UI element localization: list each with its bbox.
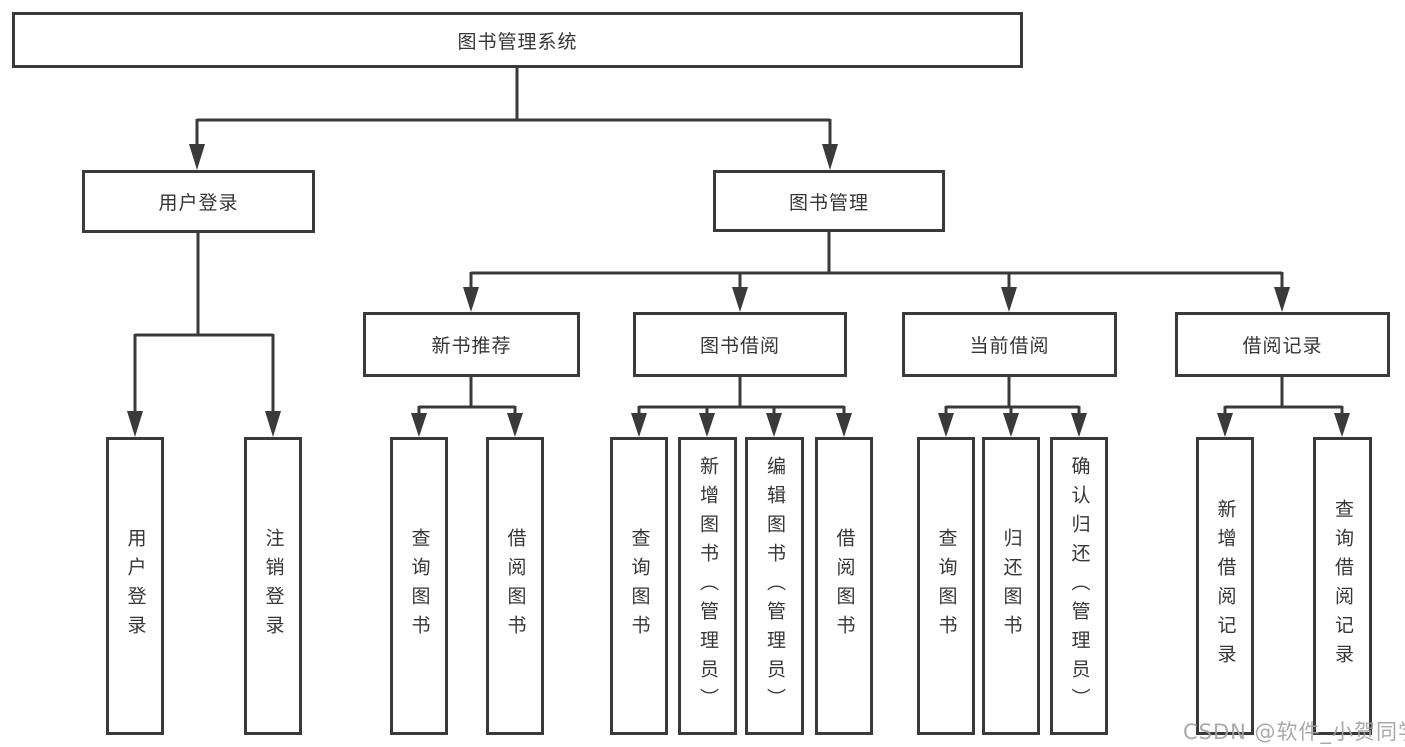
node-borrow-records: 借阅记录 <box>1175 312 1390 377</box>
leaf-newbooks-borrow-books: 借阅图书 <box>486 437 544 735</box>
leaf-records-add-record: 新增借阅记录 <box>1196 437 1254 735</box>
leaf-borrow-add-books-admin: 新增图书（管理员） <box>678 437 737 735</box>
leaf-records-query-record: 查询借阅记录 <box>1313 437 1372 735</box>
node-user-login: 用户登录 <box>82 170 315 233</box>
leaf-current-return-books: 归还图书 <box>982 437 1040 735</box>
csdn-watermark: CSDN @软件_小贺同学 <box>1183 720 1405 744</box>
leaf-borrow-query-books: 查询图书 <box>610 437 668 735</box>
leaf-user-login: 用户登录 <box>106 437 164 735</box>
leaf-newbooks-query-books: 查询图书 <box>390 437 448 735</box>
node-library-management-system: 图书管理系统 <box>12 12 1023 68</box>
leaf-current-query-books: 查询图书 <box>917 437 975 735</box>
node-book-management: 图书管理 <box>713 170 945 232</box>
leaf-current-confirm-return-admin: 确认归还（管理员） <box>1050 437 1108 735</box>
node-new-book-recommend: 新书推荐 <box>363 312 580 377</box>
leaf-borrow-edit-books-admin: 编辑图书（管理员） <box>745 437 804 735</box>
node-current-borrow: 当前借阅 <box>902 312 1117 377</box>
leaf-logout-login: 注销登录 <box>244 437 302 735</box>
leaf-borrow-borrow-books: 借阅图书 <box>815 437 873 735</box>
node-book-borrow: 图书借阅 <box>633 312 847 377</box>
